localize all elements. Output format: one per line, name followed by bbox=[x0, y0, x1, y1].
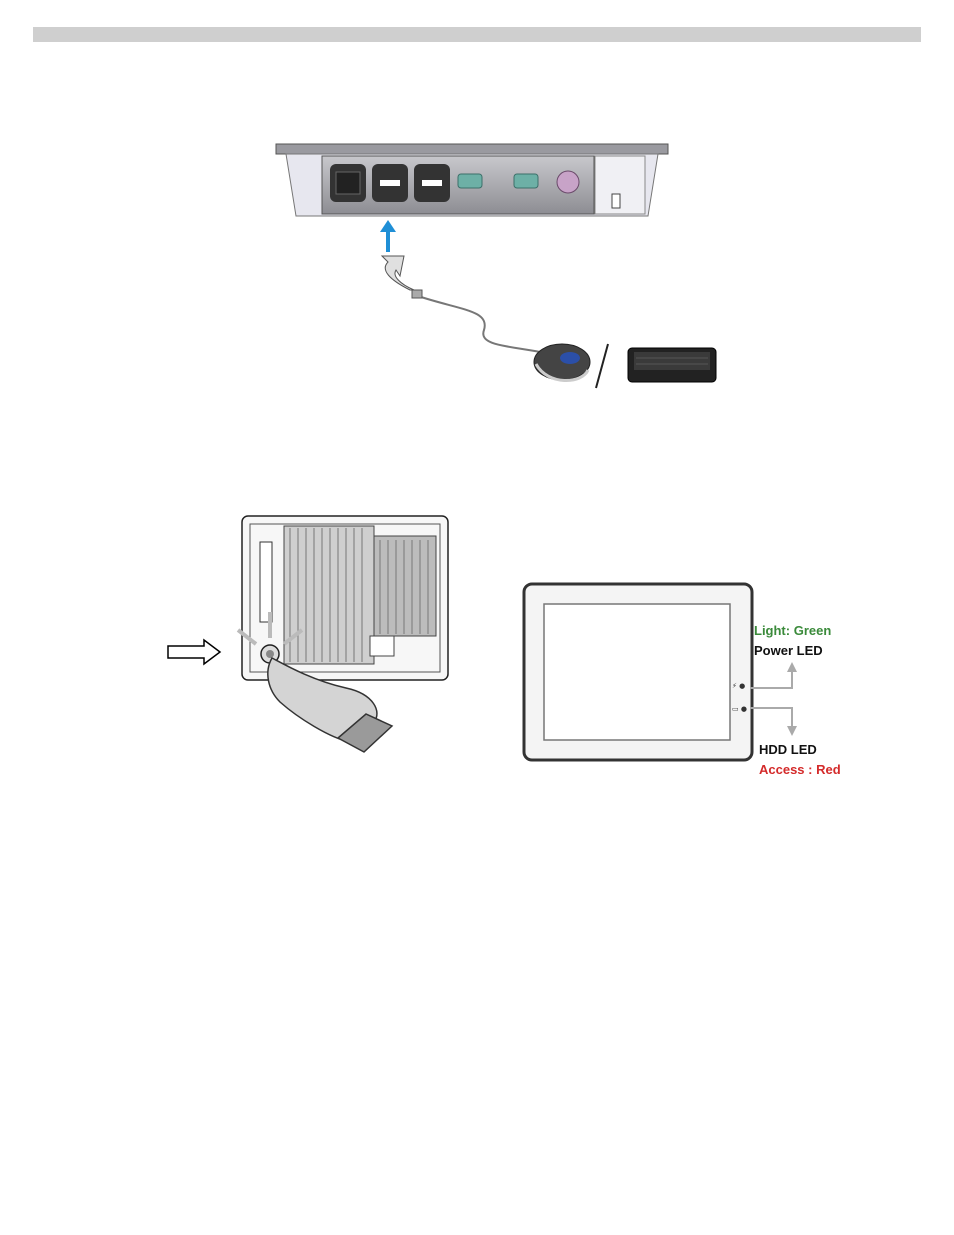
cable bbox=[418, 296, 540, 352]
power-led-label: Power LED bbox=[754, 643, 823, 658]
mouse-icon bbox=[534, 344, 590, 381]
svg-text:▭ ●: ▭ ● bbox=[732, 705, 747, 713]
usb-port-icon bbox=[330, 164, 450, 202]
led-arrows bbox=[750, 662, 797, 736]
front-bezel bbox=[524, 584, 752, 760]
arrow-up-icon bbox=[380, 220, 396, 252]
rear-view-figure bbox=[160, 512, 460, 762]
svg-text:⚡ ●: ⚡ ● bbox=[732, 682, 745, 690]
curved-arrow-icon bbox=[382, 256, 414, 290]
hdd-led-label: HDD LED bbox=[759, 742, 817, 757]
arrow-right-icon bbox=[168, 640, 220, 664]
keyboard-icon bbox=[628, 348, 716, 382]
power-led-icon: ⚡ ● bbox=[732, 682, 745, 690]
io-panel-figure bbox=[270, 140, 730, 400]
light-green-label: Light: Green bbox=[754, 623, 831, 638]
header-bar bbox=[33, 27, 921, 42]
separator-slash bbox=[596, 344, 608, 388]
hdd-led-icon: ▭ ● bbox=[732, 705, 747, 713]
access-red-label: Access : Red bbox=[759, 762, 841, 777]
